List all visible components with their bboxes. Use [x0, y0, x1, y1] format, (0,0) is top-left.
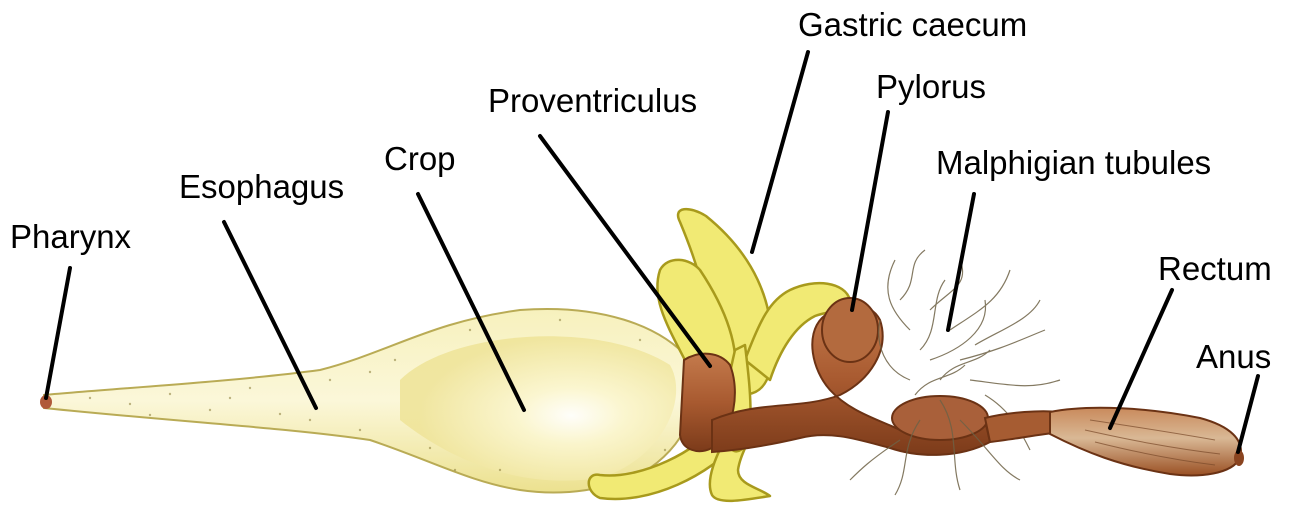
- label-rectum: Rectum: [1158, 252, 1272, 285]
- label-proventriculus: Proventriculus: [488, 84, 697, 117]
- leader-malphigian-tubules: [948, 194, 974, 330]
- label-pharynx: Pharynx: [10, 220, 131, 253]
- label-gastric-caecum: Gastric caecum: [798, 8, 1027, 41]
- label-anus: Anus: [1196, 340, 1271, 373]
- foregut: [40, 309, 696, 492]
- rectum: [1050, 408, 1241, 476]
- label-malphigian-tubules: Malphigian tubules: [936, 146, 1211, 179]
- label-esophagus: Esophagus: [179, 170, 344, 203]
- label-crop: Crop: [384, 142, 456, 175]
- leader-pharynx: [46, 268, 70, 398]
- leader-gastric-caecum: [752, 52, 808, 252]
- leader-pylorus: [852, 112, 888, 310]
- label-pylorus: Pylorus: [876, 70, 986, 103]
- hindgut-ileum: [892, 396, 988, 440]
- leader-anus: [1238, 376, 1258, 452]
- pylorus: [822, 298, 878, 362]
- leader-rectum: [1110, 290, 1172, 428]
